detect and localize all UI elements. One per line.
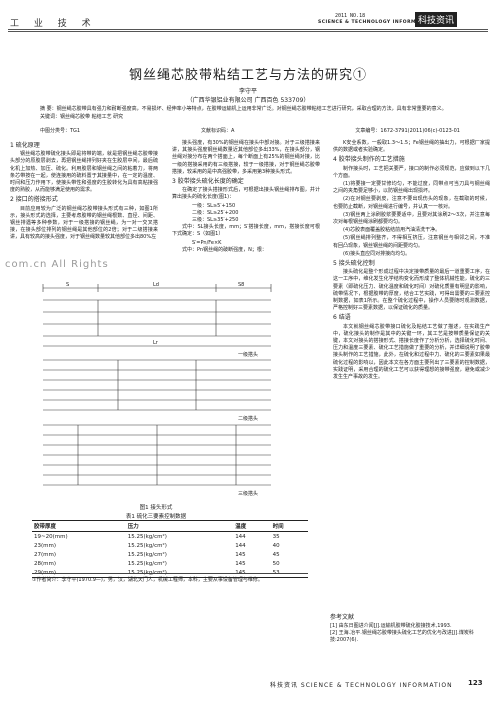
- section-label: 工 业 技 术: [10, 19, 97, 29]
- section-heading-1: 1 硫化原理: [10, 142, 40, 149]
- splice-level-3: [43, 424, 271, 486]
- table-cell: 145: [233, 568, 270, 578]
- abstract-text: 摘 要：钢丝绳芯胶带具有强力和耐断强度高，不易损坏、经伸率小等特点，在胶带运输机…: [40, 106, 447, 112]
- column-1: 1 硫化原理 钢丝绳芯胶带硫化接头即是将带的端，就是把钢丝绳芯胶带接头部分的原胶…: [10, 140, 158, 243]
- paragraph: 制作接头时，工艺把关要严，接口的制作必须规范，应做到以下几个方面。: [333, 165, 490, 179]
- paragraph: 在确定了接头搭接形式后，可根据出接头钢丝绳排布图，并计算出接头的硫化长度(图1)…: [172, 187, 320, 201]
- dim-label-s8: S8: [238, 282, 244, 288]
- table-cell: 35: [272, 533, 280, 540]
- page-footer: 科技资讯 SCIENCE & TECHNOLOGY INFORMATION: [270, 682, 453, 689]
- label-level-3: 三级搭头: [238, 490, 258, 497]
- section-heading-4: 4 胶带接头制作的工艺措施: [333, 156, 405, 164]
- author-footnote: ①作者简介：李守平(1970.9—)，男，汉，湖北天门人，机械工程师，本科，主要…: [32, 577, 263, 583]
- table-row: 27(mm) 15.25(kg/cm²) 145 45: [32, 550, 308, 559]
- section-heading-3: 3 胶带接头硫化长度的确定: [172, 178, 244, 186]
- table-cell: 50: [272, 560, 280, 567]
- table-row: 28(mm) 15.25(kg/cm²) 145 50: [32, 559, 308, 568]
- journal-brand: 科技资讯: [415, 12, 458, 27]
- table-header-cell: 压力: [127, 524, 139, 530]
- watermark: com.cn All Rights: [5, 259, 109, 270]
- affiliation: （广西华银铝业有限公司 广西百色 533709）: [186, 97, 310, 104]
- paragraph: 本文就钢丝绳芯胶带接口硫化及粘结工艺做了描述，在实践生产中，硫化接头的制作是其中…: [333, 323, 490, 381]
- abstract: 摘 要：钢丝绳芯胶带具有强力和耐断强度高，不易损坏、经伸率小等特点，在胶带运输机…: [40, 106, 460, 121]
- references-heading: 参考文献: [330, 614, 355, 621]
- table-cell: 15.25(kg/cm²): [126, 568, 233, 578]
- dim-label-ld: Ld: [153, 282, 159, 288]
- table-cell: 15.25(kg/cm²): [127, 542, 167, 549]
- table-cell: 53: [271, 568, 308, 578]
- table-caption: 表1 硫化三要素控制数据: [125, 514, 187, 520]
- table-header-cell: 温度: [235, 524, 247, 530]
- paragraph: (4)芯胶表面覆盖胶粘结前用汽油清洗干净。: [343, 227, 441, 234]
- formula-1: 一级：SL≥5′+150: [192, 202, 236, 209]
- column-2: 接头强度，有30%的钢丝绳在接头中部对接。对于三级搭接来讲，其接头强度钢丝绳数量…: [172, 140, 320, 255]
- dim-label-s: S: [66, 282, 69, 288]
- section-heading-2: 2 接口的搭接形式: [10, 196, 58, 204]
- figure-caption: 图1 接头形式: [139, 505, 173, 511]
- header-rule-2: [8, 31, 488, 32]
- splice-level-2: [43, 359, 271, 411]
- table-cell: 145: [235, 560, 246, 567]
- dim-label-lr: Lr: [153, 340, 159, 346]
- paragraph: (2)在对钢丝要剥皮，注意不要出现伤头的现象，在截取的时候，也要防止截断，对钢丝…: [333, 196, 490, 210]
- paragraph: 钢丝绳芯胶带硫化接头即是将带的端，就是把钢丝绳芯胶带接头部分的原胶层剥去，再把钢…: [10, 151, 158, 194]
- paragraph: 接头强度，有30%的钢丝绳在接头中部对接。对于三级搭接来讲，其接头强度钢丝绳数量…: [172, 140, 320, 175]
- table-cell: 15.25(kg/cm²): [127, 533, 167, 540]
- paragraph: 接头硫化是整个形成过程中决定接带质量的最后一道重要工序，在这一工序中，维化发生化…: [333, 269, 490, 312]
- label-level-1: 一级搭头: [238, 351, 258, 358]
- formula-2: 二级：SL≥25′+200: [192, 209, 239, 216]
- paragraph: 目前应用较为广泛的钢丝绳芯胶带接头形式有三种，如图1所示，接头形式的选择，主要考…: [10, 205, 158, 241]
- references: 参考文献 [1] 由东日图进介闻[J].运输机胶带硫化胶接技术,1993. [2…: [330, 614, 488, 644]
- table-row: 29(mm) 15.25(kg/cm²) 145 53: [32, 568, 308, 578]
- paragraph: (1)将要接一定要甘修均匀，不能过度，同带点可当刀具与钢丝绳之间的夹角要足够小，…: [333, 181, 490, 195]
- formula-3: 三级：SL≥35′+250: [192, 217, 239, 224]
- section-heading-6: 6 结语: [333, 314, 351, 322]
- section-heading-5: 5 接头硫化控制: [333, 260, 375, 268]
- table-cell: 27(mm): [34, 551, 57, 558]
- table-cell: 28(mm): [34, 560, 57, 567]
- table-header-row: 胶带厚度 压力 温度 时间: [32, 520, 308, 532]
- column-3: K安全系数，一般取1.3～1.5；Fe钢丝绳的抽出力，可根据厂家提供的数据或者实…: [333, 140, 490, 382]
- table-cell: 145: [235, 551, 246, 558]
- vulcanization-table: 胶带厚度 压力 温度 时间 19~20(mm) 15.25(kg/cm²) 14…: [32, 520, 308, 578]
- doc-code: 文献标识码：A: [201, 128, 235, 134]
- footnote-rule: [32, 573, 308, 574]
- table-cell: 29(mm): [32, 568, 126, 578]
- label-level-2: 二级搭头: [238, 415, 258, 422]
- table-cell: 19~20(mm): [34, 533, 68, 540]
- page-number: 123: [468, 679, 483, 687]
- header-rule: [8, 29, 488, 30]
- article-title: 钢丝绳芯胶带粘结工艺与方法的研究①: [128, 68, 367, 83]
- paragraph: K安全系数，一般取1.3～1.5；Fe钢丝绳的抽出力，可根据厂家提供的数据或者实…: [333, 140, 490, 154]
- issue-date: 2011 NO.18: [335, 13, 366, 19]
- table-row: 19~20(mm) 15.25(kg/cm²) 144 35: [32, 532, 308, 542]
- table-cell: 23(mm): [34, 542, 57, 549]
- classification-row: 中图分类号：TG1 文献标识码：A 文章编号：1672-3791(2011)06…: [40, 127, 460, 134]
- paragraph: 式中：Pn钢丝绳的破断强度，N；根：: [182, 246, 267, 253]
- table-header-cell: 时间: [272, 524, 284, 530]
- paragraph: (3)钢丝两上涂刷胶浆要要适中，且要对其涂刷2～3次，并注意每次对每根钢丝绳涂刷…: [333, 211, 490, 226]
- keywords: 关键词：钢丝绳芯胶带 粘结工艺 研究: [40, 113, 124, 120]
- paragraph: 式中：SL接头长度，mm；S′搭接长度，mm，搭接长度可根下式确定：S（如图1）: [172, 224, 320, 238]
- table-header-cell: 胶带厚度: [34, 524, 57, 530]
- table-cell: 144: [235, 533, 246, 540]
- table-cell: 40: [272, 542, 280, 549]
- splice-diagram: Ld S S8 Lr 一级搭头 二级搭头 三级搭头: [42, 282, 272, 497]
- table-cell: 45: [272, 551, 280, 558]
- table-cell: 15.25(kg/cm²): [127, 551, 167, 558]
- table-row: 23(mm) 15.25(kg/cm²) 144 40: [32, 541, 308, 550]
- author: 李守平: [238, 88, 257, 95]
- formula-4: S′=Pn/Fe×K: [192, 239, 222, 246]
- journal-name-en: SCIENCE & TECHNOLOGY INFORMATION: [318, 20, 434, 25]
- splice-level-1: [43, 299, 271, 337]
- article-number: 文章编号：1672-3791(2011)06(c)-0123-01: [355, 128, 460, 134]
- table-cell: 144: [235, 542, 246, 549]
- reference-item: [1] 由东日图进介闻[J].运输机胶带硫化胶接技术,1993.: [330, 623, 452, 629]
- reference-item: [2] 王海.冶平.钢丝绳芯胶带接头硫化工艺的优化与改进[J].煤炭科技:200…: [330, 630, 474, 643]
- clc-number: 中图分类号：TG1: [40, 128, 81, 134]
- paragraph: (5)钢丝绳排列整齐，不得相互挤压，注意钢丝与相邻之间，不准有回凸现象，钢丝钢丝…: [333, 235, 490, 249]
- paragraph: (6)接头直应同对排接向均匀。: [343, 250, 411, 257]
- table-cell: 15.25(kg/cm²): [127, 560, 167, 567]
